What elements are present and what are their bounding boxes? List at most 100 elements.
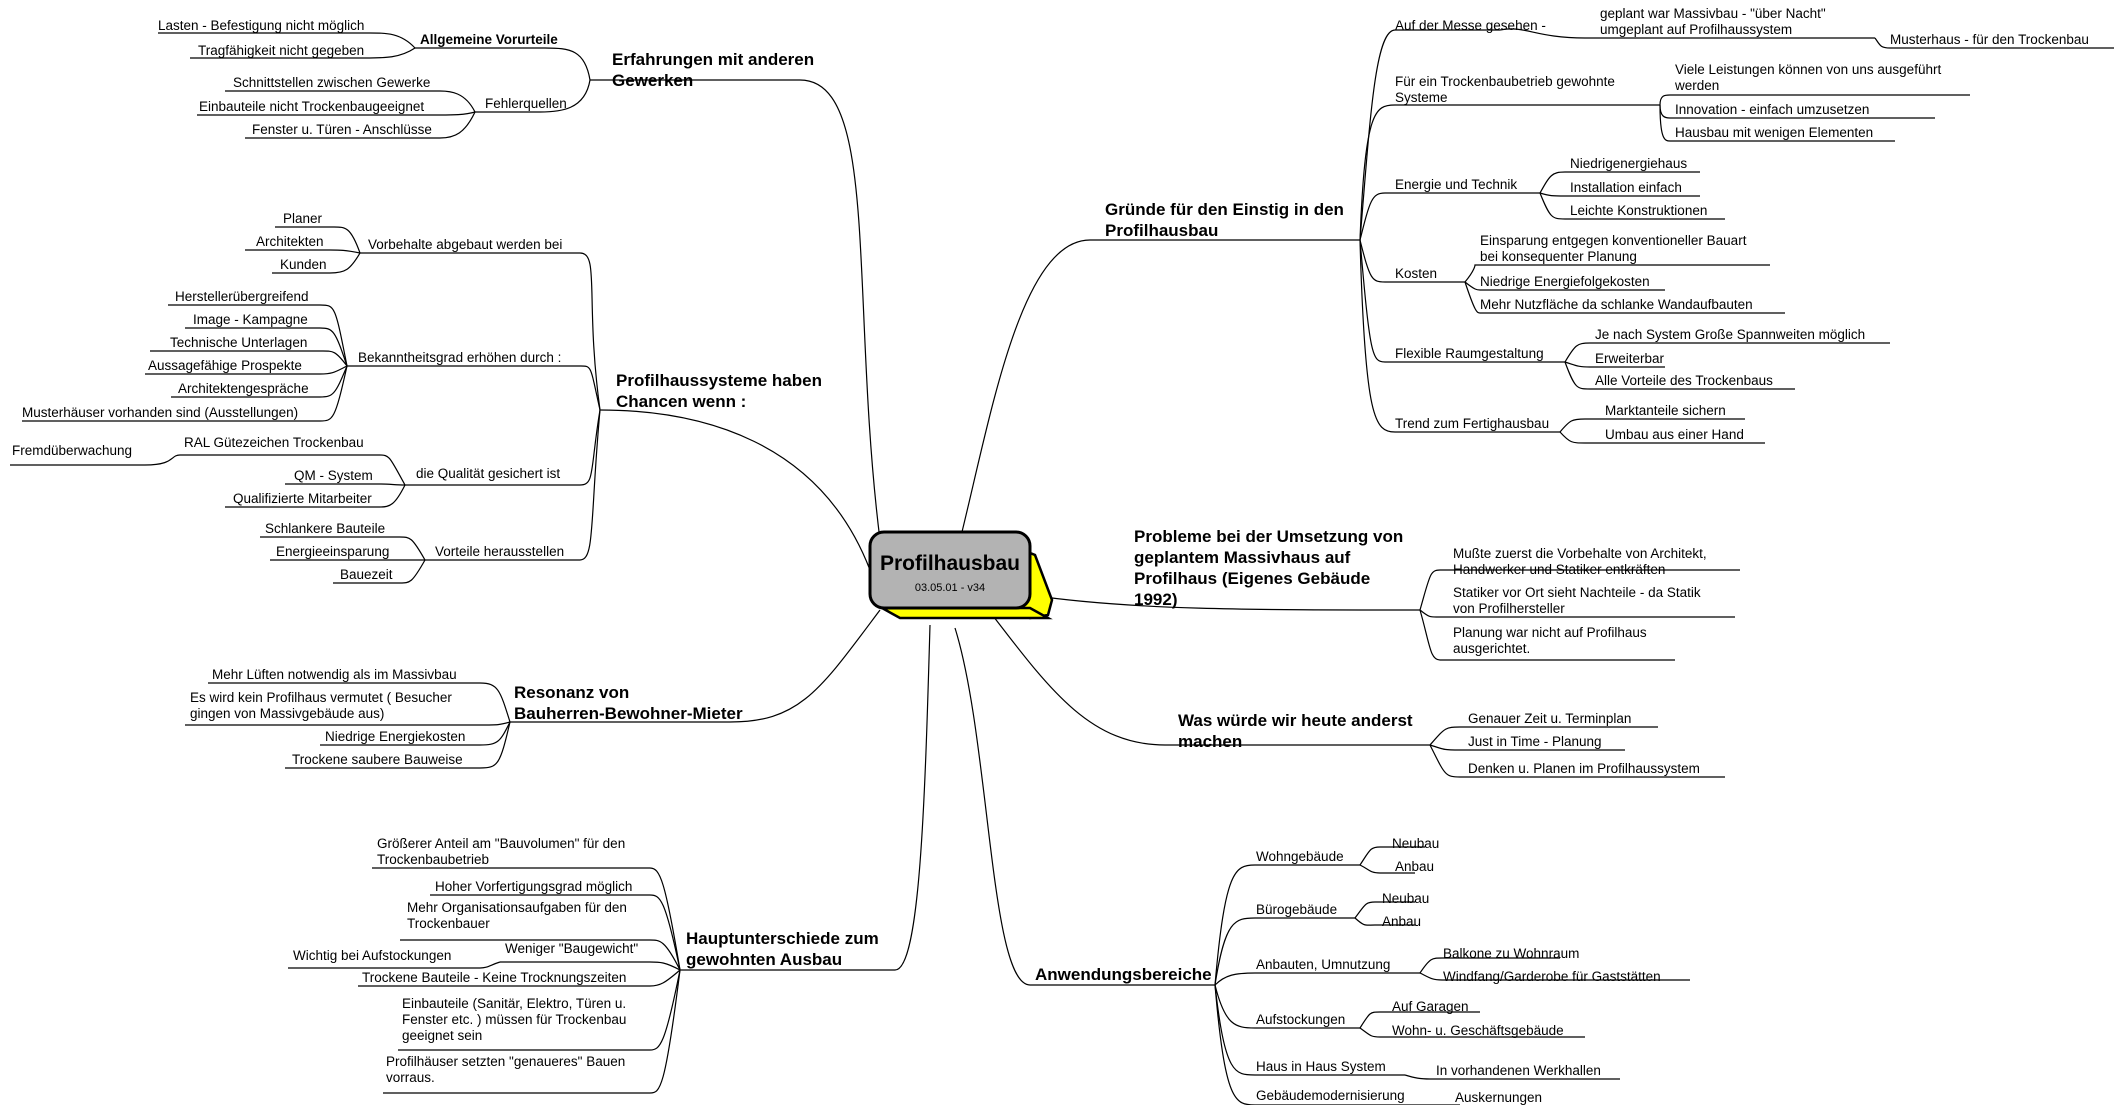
branch-gruende: Gründe für den Einstig in den Profilhaus…	[1105, 6, 2089, 442]
leaf: Installation einfach	[1570, 180, 1682, 195]
node-bekanntheit: Bekanntheitsgrad erhöhen durch :	[358, 350, 561, 365]
branch-title-line: machen	[1178, 732, 1242, 751]
leaf: Einbauteile (Sanitär, Elektro, Türen u.	[402, 996, 626, 1011]
branch-title-line: Profilhausbau	[1105, 221, 1218, 240]
leaf: Je nach System Große Spannweiten möglich	[1595, 327, 1865, 342]
leaf: Planer	[283, 211, 323, 226]
leaf: Just in Time - Planung	[1468, 734, 1602, 749]
leaf: Bauezeit	[340, 567, 393, 582]
node-hih: Haus in Haus System	[1256, 1059, 1386, 1074]
leaf: Leichte Konstruktionen	[1570, 203, 1707, 218]
branch-title-line: Profilhaus (Eigenes Gebäude	[1134, 569, 1370, 588]
node-vorteile: Vorteile herausstellen	[435, 544, 564, 559]
leaf: Fenster etc. ) müssen für Trockenbau	[402, 1012, 626, 1027]
leaf: Planung war nicht auf Profilhaus	[1453, 625, 1647, 640]
leaf: Aussagefähige Prospekte	[148, 358, 302, 373]
branch-title-line: Erfahrungen mit anderen	[612, 50, 814, 69]
leaf: von Profilhersteller	[1453, 601, 1565, 616]
leaf: geeignet sein	[402, 1028, 482, 1043]
leaf: Lasten - Befestigung nicht möglich	[158, 18, 364, 33]
leaf: werden	[1674, 78, 1719, 93]
leaf: Mußte zuerst die Vorbehalte von Architek…	[1453, 546, 1707, 561]
connector-lines	[10, 28, 2114, 1105]
branch-erfahrungen: Erfahrungen mit anderen Gewerken Allgeme…	[158, 18, 814, 137]
leaf: Statiker vor Ort sieht Nachteile - da St…	[1453, 585, 1701, 600]
leaf: Tragfähigkeit nicht gegeben	[198, 43, 364, 58]
leaf: Einbauteile nicht Trockenbaugeeignet	[199, 99, 424, 114]
node-anbauten: Anbauten, Umnutzung	[1256, 957, 1390, 972]
branch-title-line: Profilhaussysteme haben	[616, 371, 822, 390]
leaf: Wohn- u. Geschäftsgebäude	[1392, 1023, 1564, 1038]
leaf: gingen von Massivgebäude aus)	[190, 706, 384, 721]
branch-heute: Was würde wir heute anderst machen Genau…	[1178, 711, 1700, 776]
branch-title-line: Bauherren-Bewohner-Mieter	[514, 704, 743, 723]
leaf: QM - System	[294, 468, 373, 483]
leaf: Größerer Anteil am "Bauvolumen" für den	[377, 836, 625, 851]
node-modern: Gebäudemodernisierung	[1256, 1088, 1405, 1103]
leaf: Trockenbaubetrieb	[377, 852, 489, 867]
leaf: Mehr Nutzfläche da schlanke Wandaufbaute…	[1480, 297, 1753, 312]
leaf: Niedrige Energiefolgekosten	[1480, 274, 1650, 289]
node-aufst: Aufstockungen	[1256, 1012, 1345, 1027]
leaf: Neubau	[1382, 891, 1429, 906]
node-messe: Auf der Messe gesehen -	[1395, 18, 1546, 33]
leaf: Mehr Organisationsaufgaben für den	[407, 900, 627, 915]
leaf: Weniger "Baugewicht"	[505, 941, 638, 956]
node-vorurteile: Allgemeine Vorurteile	[420, 32, 558, 47]
leaf: RAL Gütezeichen Trockenbau	[184, 435, 364, 450]
leaf: Trockenbauer	[407, 916, 490, 931]
leaf: Qualifizierte Mitarbeiter	[233, 491, 372, 506]
leaf: Kunden	[280, 257, 327, 272]
branch-title-line: Chancen wenn :	[616, 392, 746, 411]
leaf: ausgerichtet.	[1453, 641, 1530, 656]
leaf: In vorhandenen Werkhallen	[1436, 1063, 1601, 1078]
leaf: Niedrigenergiehaus	[1570, 156, 1687, 171]
branch-anwendung: Anwendungsbereiche Wohngebäude Neubau An…	[1035, 836, 1661, 1105]
leaf: Alle Vorteile des Trockenbaus	[1595, 373, 1773, 388]
leaf: Wichtig bei Aufstockungen	[293, 948, 451, 963]
leaf: Hausbau mit wenigen Elementen	[1675, 125, 1873, 140]
leaf: Marktanteile sichern	[1605, 403, 1726, 418]
central-node[interactable]: Profilhausbau 03.05.01 - v34	[868, 530, 1054, 620]
leaf: Hoher Vorfertigungsgrad möglich	[435, 879, 632, 894]
leaf: Auskernungen	[1455, 1090, 1542, 1105]
leaf: bei konsequenter Planung	[1480, 249, 1637, 264]
leaf: Musterhaus - für den Trockenbau	[1890, 32, 2089, 47]
leaf: Architekten	[256, 234, 324, 249]
central-node-box	[868, 530, 1032, 610]
branch-title-line: geplantem Massivhaus auf	[1134, 548, 1351, 567]
leaf: Architektengespräche	[178, 381, 309, 396]
leaf: Windfang/Garderobe für Gaststätten	[1443, 969, 1661, 984]
node-buero: Bürogebäude	[1256, 902, 1337, 917]
leaf: Profilhäuser setzten "genaueres" Bauen	[386, 1054, 625, 1069]
node-trend: Trend zum Fertighausbau	[1395, 416, 1549, 431]
central-subtitle: 03.05.01 - v34	[915, 582, 985, 594]
leaf: Genauer Zeit u. Terminplan	[1468, 711, 1631, 726]
branch-title-line: gewohnten Ausbau	[686, 950, 842, 969]
leaf: Musterhäuser vorhanden sind (Ausstellung…	[22, 405, 298, 420]
leaf: Fenster u. Türen - Anschlüsse	[252, 122, 432, 137]
node-vorbehalte: Vorbehalte abgebaut werden bei	[368, 237, 562, 252]
leaf: Mehr Lüften notwendig als im Massivbau	[212, 667, 457, 682]
leaf: Innovation - einfach umzusetzen	[1675, 102, 1869, 117]
leaf: Erweiterbar	[1595, 351, 1665, 366]
leaf: Fremdüberwachung	[12, 443, 132, 458]
node-wohn: Wohngebäude	[1256, 849, 1344, 864]
node-energie: Energie und Technik	[1395, 177, 1517, 192]
branch-title-line: Was würde wir heute anderst	[1178, 711, 1413, 730]
leaf: Trockene Bauteile - Keine Trocknungszeit…	[362, 970, 626, 985]
leaf: geplant war Massivbau - "über Nacht"	[1600, 6, 1826, 21]
leaf: Es wird kein Profilhaus vermutet ( Besuc…	[190, 690, 452, 705]
leaf: umgeplant auf Profilhaussystem	[1600, 22, 1792, 37]
leaf: Anbau	[1382, 914, 1421, 929]
leaf: Schlankere Bauteile	[265, 521, 385, 536]
node-gewohnt: Für ein Trockenbaubetrieb gewohnte	[1395, 74, 1615, 89]
leaf: Einsparung entgegen konventioneller Baua…	[1480, 233, 1747, 248]
node-raum: Flexible Raumgestaltung	[1395, 346, 1544, 361]
branch-chancen: Profilhaussysteme haben Chancen wenn : V…	[12, 211, 822, 582]
branch-title-line: Probleme bei der Umsetzung von	[1134, 527, 1403, 546]
leaf: Energieeinsparung	[276, 544, 389, 559]
leaf: Technische Unterlagen	[170, 335, 307, 350]
